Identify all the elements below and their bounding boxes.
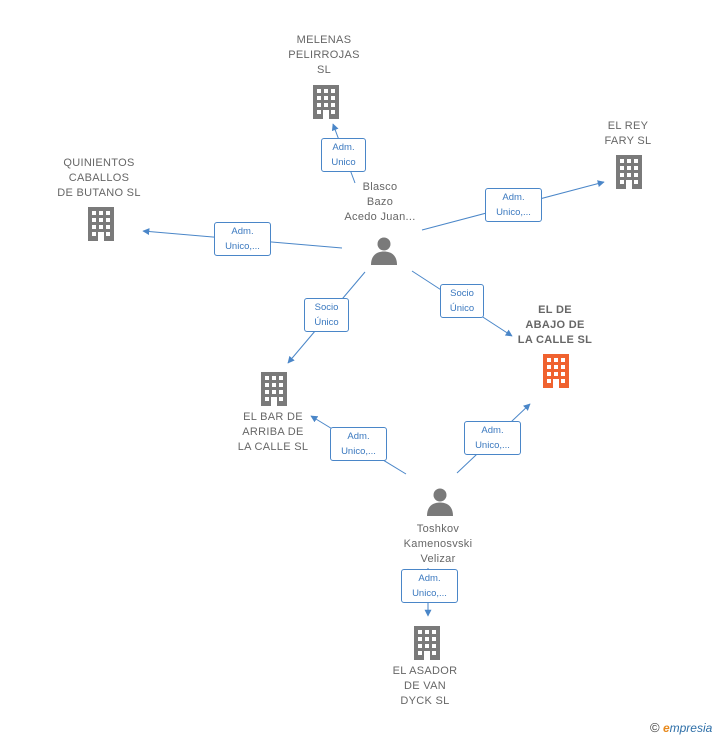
edge-label-blasco-abajo: Socio Único — [440, 284, 484, 318]
edge-label-blasco-bar: Socio Único — [304, 298, 349, 332]
building-icon — [261, 372, 287, 406]
person-icon — [371, 237, 397, 265]
node-label-bar-arriba[interactable]: EL BAR DE ARRIBA DE LA CALLE SL — [237, 411, 309, 453]
edge-label-blasco-melenas: Adm. Unico — [321, 138, 366, 172]
edge-label-blasco-reyfary: Adm. Unico,... — [485, 188, 542, 222]
node-label-melenas[interactable]: MELENAS PELIRROJAS SL — [288, 34, 360, 76]
copyright-symbol: © — [650, 720, 660, 735]
building-icon — [313, 85, 339, 119]
edge-label-toshkov-bar: Adm. Unico,... — [330, 427, 387, 461]
building-icon-highlight — [543, 354, 569, 388]
building-icon — [88, 207, 114, 241]
node-label-blasco[interactable]: Blasco Bazo Acedo Juan... — [344, 181, 416, 223]
person-icon — [427, 488, 453, 516]
node-label-toshkov[interactable]: Toshkov Kamenosvski Velizar — [403, 523, 473, 565]
node-label-asador[interactable]: EL ASADOR DE VAN DYCK SL — [392, 665, 458, 707]
node-label-abajo[interactable]: EL DE ABAJO DE LA CALLE SL — [517, 304, 593, 346]
node-label-quinientos[interactable]: QUINIENTOS CABALLOS DE BUTANO SL — [57, 157, 141, 199]
edge-label-toshkov-asador: Adm. Unico,... — [401, 569, 458, 603]
brand-credit[interactable]: © empresia — [650, 720, 712, 735]
building-icon — [414, 626, 440, 660]
building-icon — [616, 155, 642, 189]
edge-label-blasco-quinientos: Adm. Unico,... — [214, 222, 271, 256]
brand-name: mpresia — [669, 721, 713, 735]
brand-initial: e — [662, 721, 670, 735]
edge-label-toshkov-abajo: Adm. Unico,... — [464, 421, 521, 455]
node-label-rey-fary[interactable]: EL REY FARY SL — [604, 120, 652, 147]
